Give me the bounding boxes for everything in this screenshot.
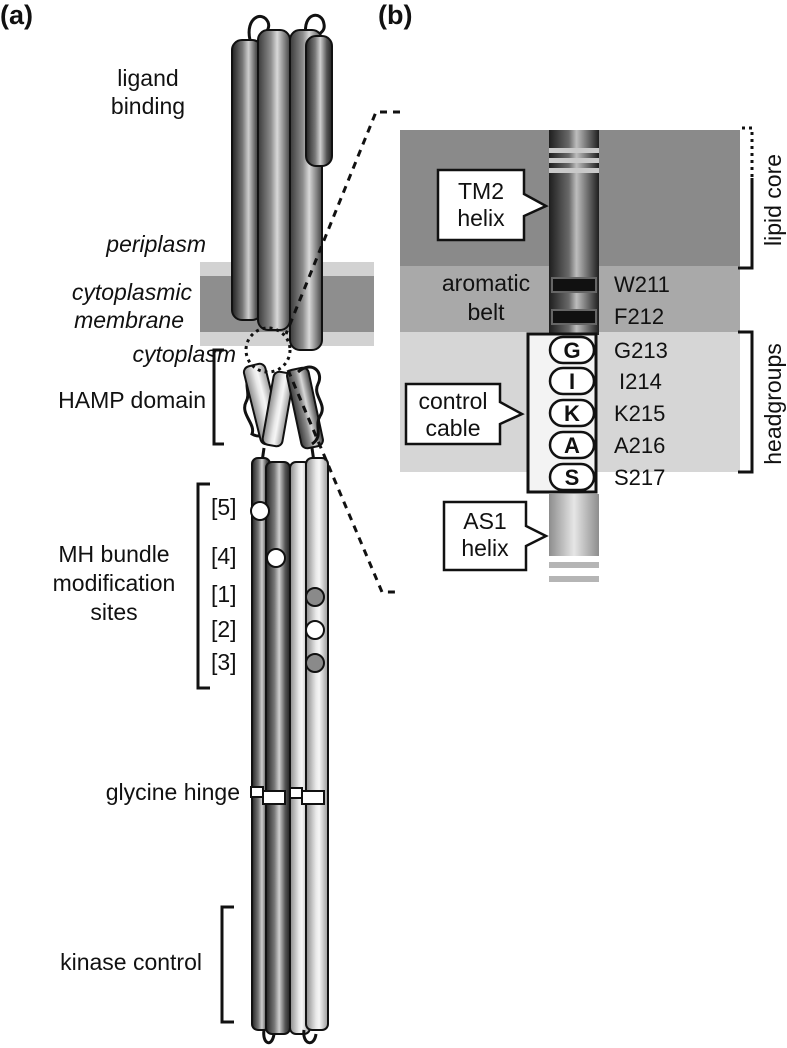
- panel-b: G I K A S W211 F212 G213 I214 K215 A216 …: [400, 126, 786, 582]
- cable-letter-a: A: [564, 433, 580, 458]
- tm2-callout: [436, 168, 549, 242]
- hamp-domain: [242, 362, 324, 463]
- headgroups-bracket: [738, 330, 754, 474]
- lipid-core-label: lipid core: [760, 154, 786, 246]
- cable-letter-g: G: [563, 338, 580, 363]
- residue-w211: W211: [614, 272, 670, 297]
- site-5-marker: [250, 501, 270, 521]
- site-2-label: [2]: [211, 616, 237, 642]
- site-1-label: [1]: [211, 581, 237, 607]
- site-5-label: [5]: [211, 494, 237, 520]
- residue-g213: G213: [614, 338, 668, 363]
- cable-pill-g: [548, 335, 596, 365]
- hamp-wave-right: [297, 365, 324, 446]
- cable-pill-a: [548, 430, 596, 460]
- hamp-helix-left-2: [261, 370, 295, 448]
- site-4-marker: [266, 548, 286, 568]
- site-2-marker: [305, 620, 325, 640]
- control-cable-callout: [404, 382, 525, 446]
- panel-b-label: (b): [378, 0, 412, 30]
- site-1-marker: [305, 587, 325, 607]
- bottom-loop-left: [262, 1029, 276, 1045]
- glycine-hinge-marker-1: [250, 786, 264, 798]
- mh-helix-2: [265, 461, 291, 1035]
- lipid-core-bracket: [738, 178, 754, 270]
- lipid-core-bracket-dotted: [742, 126, 754, 178]
- headgroups-label: headgroups: [760, 343, 786, 465]
- w211-marker: [551, 277, 597, 293]
- residue-s217: S217: [614, 465, 665, 490]
- glycine-hinge-label: glycine hinge: [106, 779, 240, 805]
- cable-pill-i: [548, 366, 596, 396]
- cable-letter-s: S: [565, 465, 580, 490]
- periplasm-label: periplasm: [105, 231, 206, 257]
- tm2-stripe-3: [549, 168, 599, 173]
- site-3-label: [3]: [211, 649, 237, 675]
- zoom-connector-bottom: [286, 369, 400, 594]
- control-cable-highlight-circle: [244, 326, 292, 374]
- glycine-hinge-marker-3: [289, 787, 303, 799]
- hamp-bracket: [212, 348, 224, 446]
- cable-letter-i: I: [569, 369, 575, 394]
- as1-stripe-2: [549, 576, 599, 582]
- tm2-stripe-1: [549, 148, 599, 153]
- site-3-marker: [305, 653, 325, 673]
- ligand-helix-4: [305, 35, 333, 167]
- tm2-stripe-2: [549, 158, 599, 163]
- cable-letter-k: K: [564, 401, 580, 426]
- site-4-label: [4]: [211, 543, 237, 569]
- cable-pill-s: [548, 462, 596, 492]
- kinase-control-label: kinase control: [60, 949, 202, 975]
- kinase-control-bracket: [220, 905, 234, 1024]
- f212-marker: [551, 309, 597, 325]
- residue-f212: F212: [614, 304, 664, 329]
- as1-stripe-1: [549, 562, 599, 568]
- panel-a-label: (a): [0, 0, 33, 30]
- mh-sites-bracket: [196, 482, 210, 690]
- bottom-loop-right: [302, 1029, 318, 1045]
- as1-helix: [549, 494, 599, 556]
- tm2-helix: [549, 130, 599, 335]
- ligand-helix-2: [257, 29, 291, 331]
- glycine-hinge-marker-2: [262, 790, 286, 805]
- hamp-domain-label: HAMP domain: [58, 387, 206, 413]
- residue-i214: I214: [619, 369, 662, 394]
- glycine-hinge-marker-4: [301, 790, 325, 805]
- residue-k215: K215: [614, 401, 665, 426]
- residue-a216: A216: [614, 433, 665, 458]
- cytoplasm-label: cytoplasm: [132, 341, 236, 367]
- mh-helix-4: [305, 457, 329, 1031]
- zoom-connector-top: [284, 110, 400, 335]
- cable-pill-k: [548, 398, 596, 428]
- as1-callout: [442, 500, 549, 572]
